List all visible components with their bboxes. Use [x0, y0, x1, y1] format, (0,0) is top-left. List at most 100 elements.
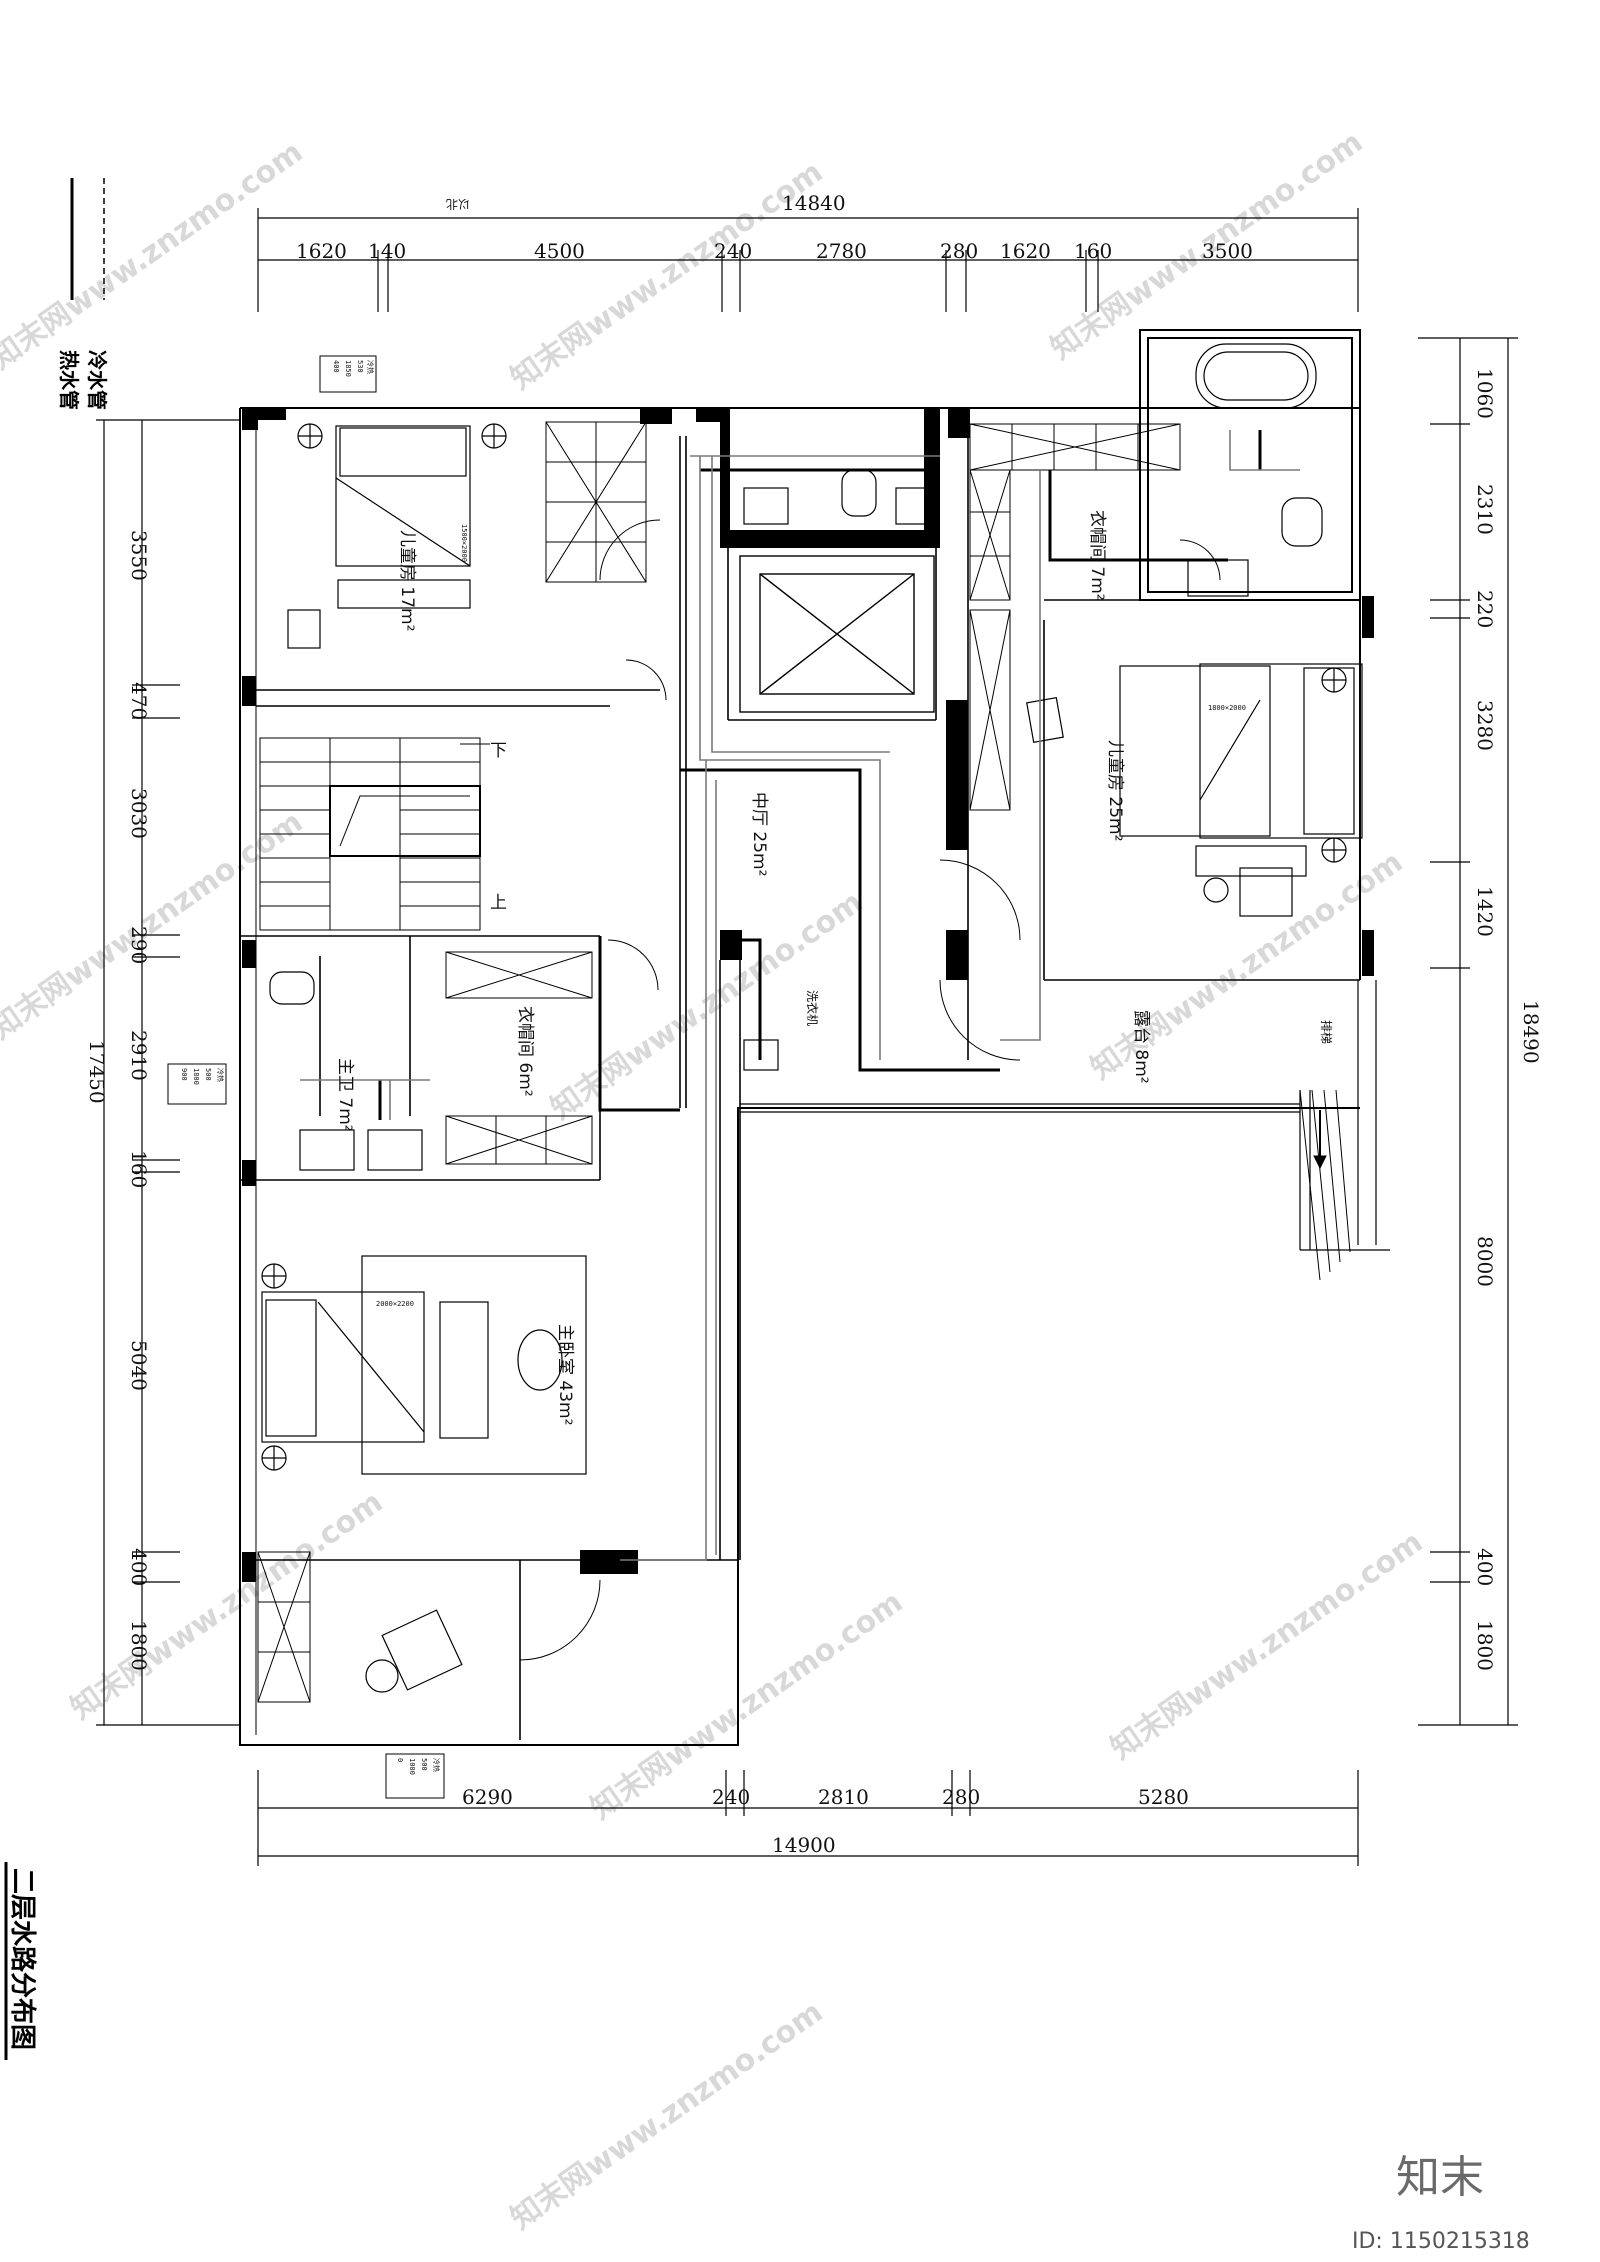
right-total-dim: 18490	[1519, 1000, 1543, 1064]
top-dim: 2780	[816, 239, 867, 263]
right-dim: 220	[1473, 590, 1497, 628]
top-dim: 240	[714, 239, 752, 263]
tag-line: 1000	[408, 1758, 416, 1775]
watermark-layer: 知末网www.znzmo.com 知末网www.znzmo.com 知末网www…	[0, 125, 1429, 2237]
top-dim: 140	[368, 239, 406, 263]
brand-logo: 知末	[1396, 2152, 1484, 2203]
bed-2	[1119, 663, 1363, 877]
bed-size-2: 1800×2000	[1208, 704, 1246, 712]
legend: 冷水管 热水管	[57, 178, 109, 410]
hot-water-pipes	[378, 430, 1262, 1120]
exterior-stairs	[1299, 1089, 1351, 1281]
bottom-dim: 5280	[1138, 1785, 1189, 1809]
tag-line: 1800	[192, 1068, 200, 1085]
partitions	[240, 420, 1360, 1740]
left-total-dim: 17450	[85, 1040, 109, 1104]
top-dim: 280	[940, 239, 978, 263]
armchair	[1026, 697, 1293, 917]
bed-size-1: 1500×2000	[460, 524, 468, 562]
legend-cold: 冷水管	[85, 350, 109, 410]
tag-line: 冷热	[366, 360, 375, 374]
tag-line: 900	[180, 1068, 188, 1081]
tag-line: 400	[332, 360, 340, 373]
watermark: 知末网www.znzmo.com	[545, 885, 870, 1127]
watermark: 知末网www.znzmo.com	[505, 1995, 830, 2237]
room-label-closet-north: 衣帽间 7m²	[1087, 510, 1107, 601]
left-dim: 5040	[127, 1340, 151, 1391]
tag-line: 500	[204, 1068, 212, 1081]
bottom-total-dim: 14900	[772, 1833, 836, 1857]
left-dimensions	[96, 419, 240, 1726]
left-dim: 2910	[127, 1030, 151, 1081]
right-dim: 2310	[1473, 484, 1497, 535]
room-label-kids-2: 儿童房 25m²	[1105, 740, 1125, 841]
left-dim: 3550	[127, 530, 151, 581]
watermark: 知末网www.znzmo.com	[505, 155, 830, 397]
elevation-tag: 冷热 530 1850 400	[319, 355, 377, 393]
watermark: 知末网www.znzmo.com	[1105, 1525, 1430, 1767]
legend-hot: 热水管	[57, 350, 81, 410]
washer-label: 洗衣机	[805, 990, 820, 1026]
elevation-tag: 冷热 500 1000 0	[385, 1753, 445, 1799]
room-label-closet-mid: 衣帽间 6m²	[515, 1006, 535, 1097]
bed-3	[261, 1255, 587, 1693]
lamps	[261, 423, 1347, 1471]
solid-walls	[242, 408, 1374, 1582]
elevation-tag: 冷热 500 1800 900	[167, 1063, 227, 1105]
top-dim: 4500	[534, 239, 585, 263]
terrace-rail	[740, 980, 1390, 1251]
tag-line: 1850	[344, 360, 352, 377]
doors	[519, 519, 1221, 1661]
walls	[239, 329, 1361, 1746]
drawing-title: 二层水路分布图	[4, 1862, 38, 2060]
tag-line: 冷热	[432, 1758, 441, 1772]
left-dim: 290	[127, 926, 151, 964]
top-dim: 3500	[1202, 239, 1253, 263]
tag-line: 530	[356, 360, 364, 373]
right-dim: 400	[1473, 1548, 1497, 1586]
tag-line: 500	[420, 1758, 428, 1771]
top-dimensions	[257, 208, 1359, 312]
bottom-dim: 2810	[818, 1785, 869, 1809]
right-dim: 1060	[1473, 368, 1497, 419]
left-dim: 470	[127, 682, 151, 720]
left-dim: 160	[127, 1150, 151, 1188]
bottom-dim: 280	[942, 1785, 980, 1809]
stair-down-label: 下	[490, 741, 507, 761]
bottom-dim: 240	[712, 1785, 750, 1809]
watermark: 知末网www.znzmo.com	[0, 135, 309, 377]
elevator-shaft	[739, 555, 935, 713]
top-dim: 1620	[296, 239, 347, 263]
left-dim: 400	[127, 1548, 151, 1586]
image-id: ID: 1150215318	[1352, 2229, 1530, 2254]
bed-1	[287, 425, 471, 649]
tag-line: 冷热	[216, 1068, 225, 1082]
drain-label: 排梯	[1319, 1020, 1333, 1044]
tag-line: 0	[396, 1758, 404, 1762]
top-dim: 1620	[1000, 239, 1051, 263]
right-dim: 8000	[1473, 1236, 1497, 1287]
cold-water-pipes	[300, 430, 1300, 1561]
stair-up-label: 上	[490, 893, 507, 913]
right-dim: 1420	[1473, 886, 1497, 937]
bed-size-3: 2000×2200	[376, 1300, 414, 1308]
right-dim: 3280	[1473, 700, 1497, 751]
room-label-kids-1: 儿童房 17m²	[397, 530, 417, 631]
left-dim: 3030	[127, 788, 151, 839]
fixtures	[269, 343, 1323, 1171]
room-label-hall: 中厅 25m²	[749, 792, 769, 876]
main-stair	[259, 737, 490, 931]
room-label-master: 主卧室 43m²	[555, 1324, 575, 1425]
right-dimensions	[1418, 337, 1518, 1726]
watermark: 知末网www.znzmo.com	[65, 1485, 390, 1727]
right-dim: 1800	[1473, 1620, 1497, 1671]
bottom-dimensions	[257, 1770, 1359, 1866]
bottom-dim: 6290	[462, 1785, 513, 1809]
room-label-terrace: 露台 8m²	[1131, 1010, 1151, 1084]
top-total-dim: 14840	[782, 191, 846, 215]
room-label-master-bath: 主卫 7m²	[335, 1058, 355, 1132]
watermark: 知末网www.znzmo.com	[0, 805, 309, 1047]
top-dim: 160	[1074, 239, 1112, 263]
cabinets	[257, 421, 1181, 1703]
